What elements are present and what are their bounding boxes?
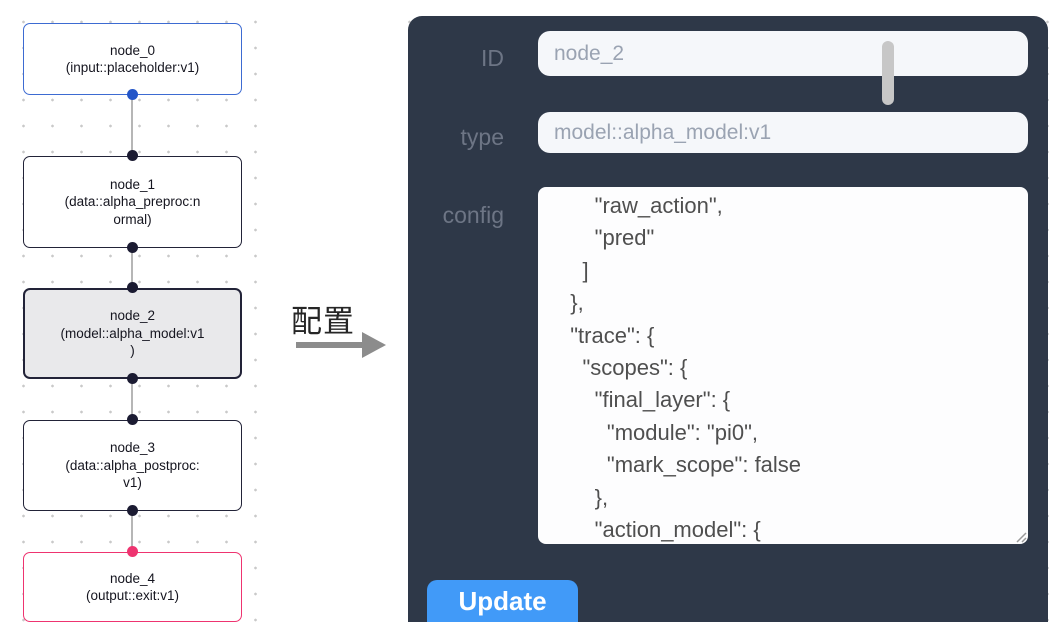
handle-node1-source[interactable] bbox=[127, 242, 138, 253]
node-subtitle: (data::alpha_preproc:n ormal) bbox=[64, 194, 201, 227]
resize-handle-icon[interactable] bbox=[1012, 528, 1028, 544]
config-textarea[interactable]: "raw_action", "pred" ] }, "trace": { "sc… bbox=[538, 187, 1028, 544]
node-subtitle: (data::alpha_postproc: v1) bbox=[65, 457, 200, 491]
node-subtitle: (model::alpha_model:v1 ) bbox=[60, 325, 205, 359]
node-title: node_4 bbox=[109, 570, 156, 586]
handle-node0-source[interactable] bbox=[127, 89, 138, 100]
type-field-label: type bbox=[460, 124, 504, 150]
edge-node1-node2 bbox=[131, 248, 133, 288]
node-title: node_0 bbox=[109, 42, 156, 58]
node-title: node_3 bbox=[109, 440, 156, 456]
edge-node2-node3 bbox=[131, 379, 133, 420]
edge-node3-node4 bbox=[131, 511, 133, 552]
handle-node3-source[interactable] bbox=[127, 505, 138, 516]
node-preproc[interactable]: node_1 (data::alpha_preproc:n ormal) bbox=[23, 156, 242, 248]
node-title: node_2 bbox=[109, 308, 156, 324]
handle-node2-target[interactable] bbox=[127, 282, 138, 293]
edge-node0-node1 bbox=[131, 95, 133, 156]
handle-node1-target[interactable] bbox=[127, 150, 138, 161]
configure-label: 配置 bbox=[291, 304, 355, 339]
update-button[interactable]: Update bbox=[427, 580, 578, 622]
node-subtitle: (output::exit:v1) bbox=[85, 588, 180, 603]
node-title: node_1 bbox=[109, 176, 156, 192]
node-input[interactable]: node_0 (input::placeholder:v1) bbox=[23, 23, 242, 95]
type-input[interactable] bbox=[538, 112, 1028, 153]
right-arrow-icon bbox=[296, 332, 386, 358]
node-postproc[interactable]: node_3 (data::alpha_postproc: v1) bbox=[23, 420, 242, 511]
handle-node2-source[interactable] bbox=[127, 373, 138, 384]
config-scrollbar-thumb[interactable] bbox=[882, 41, 894, 105]
node-output[interactable]: node_4 (output::exit:v1) bbox=[23, 552, 242, 622]
id-input[interactable] bbox=[538, 31, 1028, 76]
node-config-panel: ID type config "raw_action", "pred" ] },… bbox=[408, 16, 1048, 622]
handle-node4-target[interactable] bbox=[127, 546, 138, 557]
node-subtitle: (input::placeholder:v1) bbox=[65, 60, 200, 75]
node-model-selected[interactable]: node_2 (model::alpha_model:v1 ) bbox=[23, 288, 242, 379]
id-field-label: ID bbox=[481, 45, 504, 71]
config-field-label: config bbox=[442, 202, 504, 228]
handle-node3-target[interactable] bbox=[127, 414, 138, 425]
